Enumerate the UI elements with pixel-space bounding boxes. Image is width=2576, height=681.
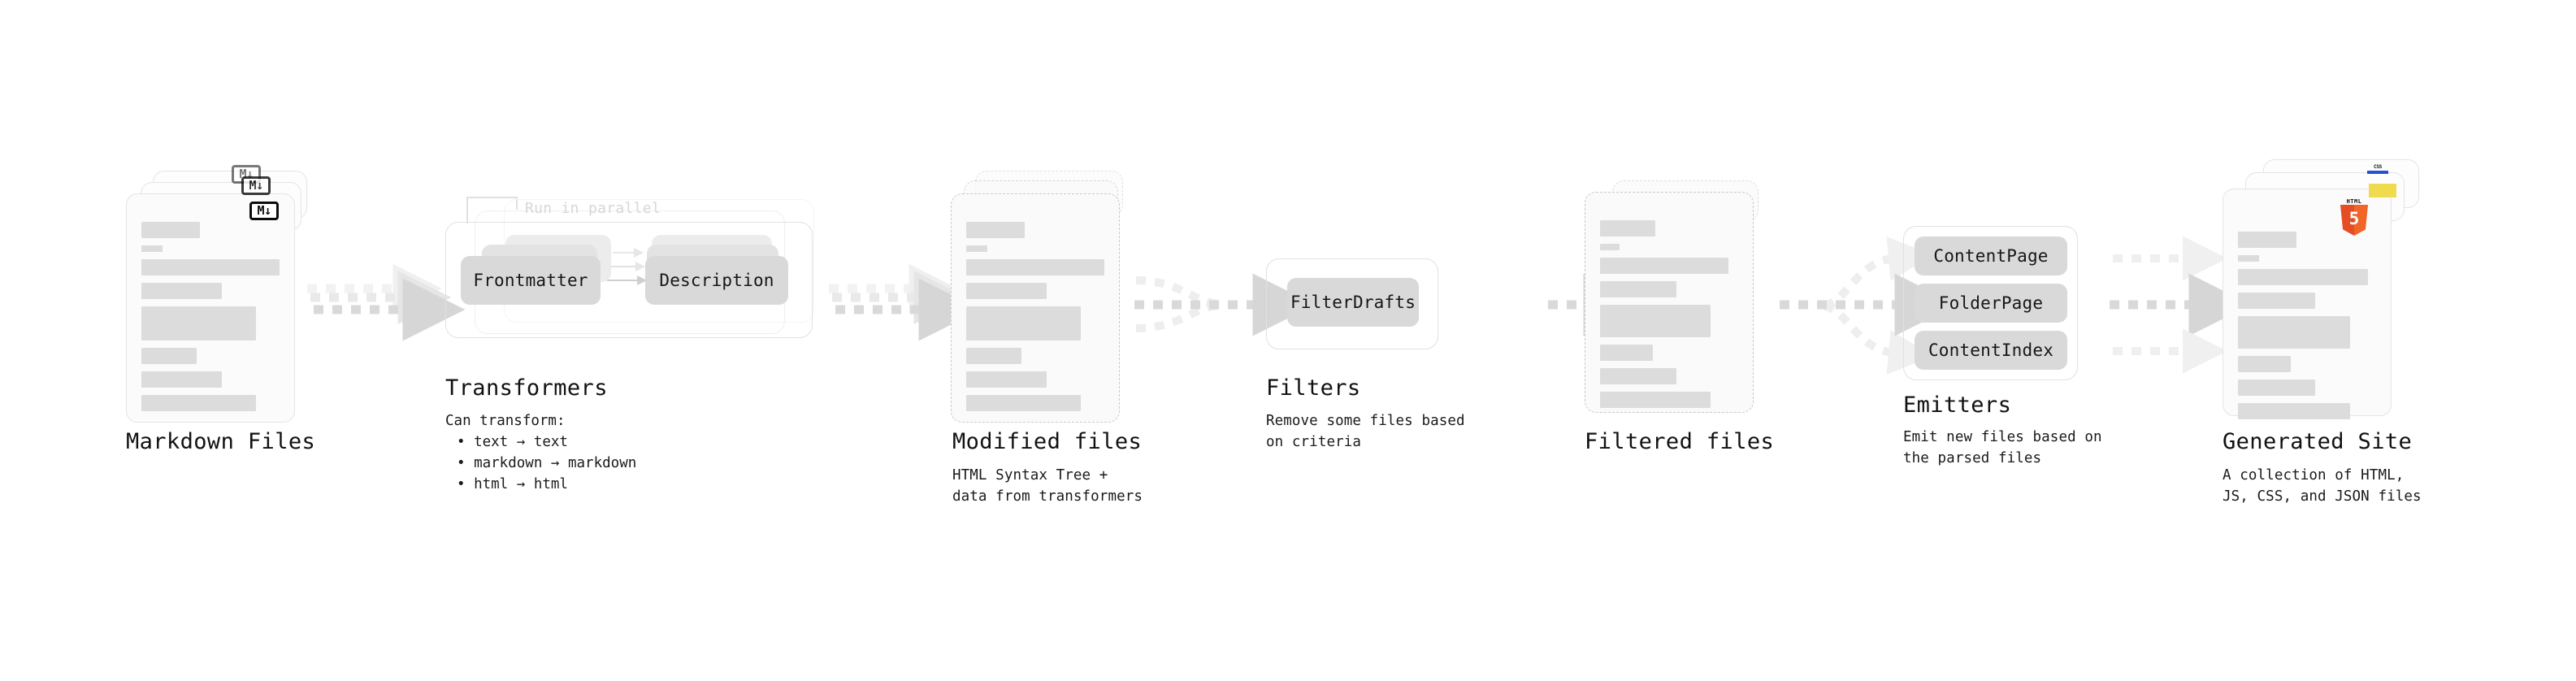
css-badge-bar [2367, 171, 2388, 174]
skeleton-bar [2238, 232, 2296, 248]
skeleton-bar [1600, 345, 1653, 361]
modified-card-front[interactable] [951, 193, 1120, 423]
skeleton-bar [966, 306, 1082, 340]
skeleton-bar [1600, 281, 1676, 297]
skeleton-bar [2238, 356, 2291, 372]
generated-site-description: A collection of HTML, JS, CSS, and JSON … [2223, 467, 2422, 505]
html5-badge-label: HTML [2346, 198, 2362, 205]
filtered-skeleton [1600, 220, 1738, 408]
emitters-chip-contentpage[interactable]: ContentPage [1915, 236, 2067, 275]
stage-filters: FilterDrafts [1266, 258, 1445, 349]
arrow-filtered-to-emitters [1780, 236, 1958, 375]
skeleton-bar [141, 259, 280, 275]
modified-files-title: Modified files [952, 429, 1143, 454]
filtered-card-front[interactable] [1585, 192, 1754, 413]
filtered-card-stack [1585, 180, 1772, 424]
skeleton-bar [141, 245, 163, 252]
emitters-chip-contentindex[interactable]: ContentIndex [1915, 331, 2067, 370]
generated-site-title: Generated Site [2223, 429, 2413, 454]
modified-skeleton [966, 222, 1104, 411]
skeleton-bar [141, 348, 197, 364]
skeleton-bar [141, 395, 257, 411]
skeleton-bar [141, 306, 257, 340]
skeleton-bar [1600, 305, 1711, 337]
stage-markdown-files: M↓ M↓ M↓ [126, 165, 313, 423]
transformers-bullet-list: text → text markdown → markdown html → h… [445, 432, 636, 495]
transformers-title: Transformers [445, 375, 608, 401]
stage-emitters: ContentPage FolderPage ContentIndex [1903, 226, 2114, 380]
css-badge-icon: CSS [2367, 164, 2388, 175]
markdown-card-stack: M↓ M↓ M↓ [126, 165, 313, 423]
filters-box[interactable] [1266, 258, 1438, 349]
stage-generated-site: CSS HTML 5 [2223, 159, 2426, 419]
skeleton-bar [2238, 316, 2350, 349]
arrow-emitters-to-site [2110, 236, 2252, 374]
emitters-chip-folderpage[interactable]: FolderPage [1915, 284, 2067, 323]
skeleton-bar [1600, 392, 1711, 408]
skeleton-bar [966, 371, 1047, 388]
html5-shield-shape: 5 [2340, 205, 2368, 236]
markdown-badge-icon: M↓ [241, 176, 271, 195]
stage-filtered-files [1585, 180, 1772, 424]
transformer-chip-description[interactable]: Description [645, 256, 788, 305]
transformers-bullet: markdown → markdown [457, 453, 636, 474]
skeleton-bar [966, 395, 1082, 411]
markdown-skeleton [141, 222, 280, 411]
html5-badge-number: 5 [2348, 209, 2360, 228]
js-badge-icon [2369, 184, 2396, 197]
transformers-lead: Can transform: [445, 413, 566, 429]
skeleton-bar [141, 371, 222, 388]
skeleton-bar [2238, 293, 2316, 309]
skeleton-bar [966, 245, 987, 252]
skeleton-bar [1600, 258, 1729, 274]
stage-modified-files [951, 171, 1138, 423]
skeleton-bar [966, 348, 1021, 364]
skeleton-bar [2238, 403, 2350, 419]
skeleton-bar [141, 222, 200, 238]
skeleton-bar [966, 259, 1104, 275]
skeleton-bar [1600, 244, 1620, 250]
modified-card-stack [951, 171, 1138, 423]
arrow-modified-to-filters [1134, 273, 1316, 336]
filtered-files-title: Filtered files [1585, 429, 1775, 454]
skeleton-bar [1600, 368, 1676, 384]
transformer-box-front[interactable] [445, 222, 813, 338]
emitters-title: Emitters [1903, 393, 2012, 418]
emitters-description: Emit new files based on the parsed files [1903, 429, 2102, 466]
skeleton-bar [966, 222, 1025, 238]
skeleton-bar [2238, 255, 2259, 262]
skeleton-bar [141, 283, 222, 299]
filters-description: Remove some files based on criteria [1266, 413, 1465, 450]
skeleton-bar [2238, 380, 2316, 396]
arrow-transformers-to-modified [829, 263, 982, 341]
markdown-badge-icon: M↓ [249, 202, 279, 220]
html5-badge-icon: HTML 5 [2338, 198, 2370, 236]
stage-transformers: Frontmatter Description [445, 199, 835, 362]
filters-title: Filters [1266, 375, 1361, 401]
transformers-bullet: text → text [457, 432, 636, 453]
filters-chip-filterdrafts[interactable]: FilterDrafts [1287, 278, 1419, 327]
skeleton-bar [966, 283, 1047, 299]
arrow-markdown-to-transformers [307, 263, 466, 341]
modified-files-description: HTML Syntax Tree + data from transformer… [952, 467, 1143, 505]
emitters-box[interactable] [1903, 226, 2078, 380]
markdown-card-front[interactable] [126, 193, 295, 423]
transformers-description: Can transform: text → text markdown → ma… [445, 410, 636, 495]
skeleton-bar [2238, 269, 2368, 285]
css-badge-label: CSS [2374, 164, 2382, 170]
site-card-stack: CSS HTML 5 [2223, 159, 2426, 419]
transformers-bullet: html → html [457, 474, 636, 495]
markdown-files-title: Markdown Files [126, 429, 316, 454]
site-skeleton [2238, 232, 2376, 419]
transformer-chip-frontmatter[interactable]: Frontmatter [461, 256, 601, 305]
run-in-parallel-annotation: Run in parallel [525, 200, 661, 217]
skeleton-bar [1600, 220, 1655, 236]
